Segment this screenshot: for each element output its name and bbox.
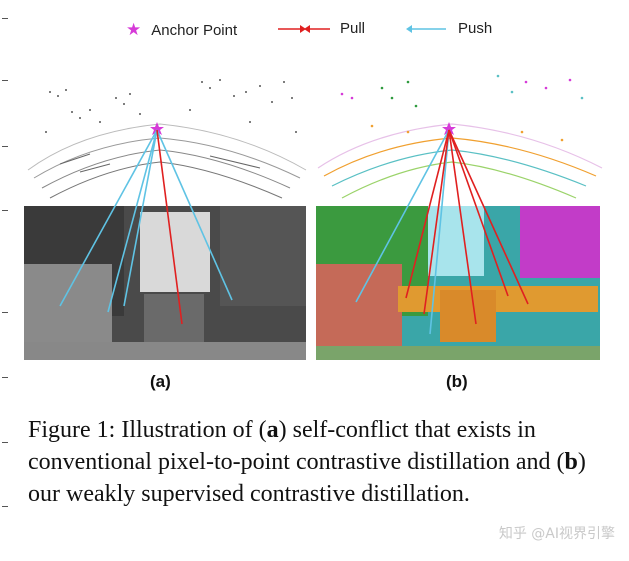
street-image-gray (24, 206, 306, 360)
panel-a-figure (24, 79, 307, 360)
point-cloud-gray (27, 123, 307, 199)
point-cloud-clusters (45, 79, 297, 133)
push-arrow-icon (406, 24, 446, 33)
caption-prefix: Figure 1: Illustration of ( (28, 417, 267, 443)
star-icon: ★ (126, 20, 142, 39)
legend-anchor: ★ Anchor Point (126, 20, 237, 40)
margin-tick (2, 18, 8, 19)
margin-tick (2, 146, 8, 147)
push-lines (355, 129, 450, 335)
point-cloud-colored (317, 123, 603, 199)
margin-tick (2, 80, 8, 81)
margin-tick (2, 442, 8, 443)
street-image-segmented (316, 206, 600, 360)
panel-b-figure (316, 74, 603, 360)
anchor-point (150, 122, 164, 135)
point-cloud-color-clusters (340, 74, 584, 142)
legend-anchor-label: Anchor Point (151, 21, 238, 39)
pull-arrows-icon (278, 24, 330, 33)
legend-pull: Pull (276, 20, 365, 37)
legend-pull-label: Pull (340, 20, 366, 37)
panel-b-label: (b) (446, 372, 468, 391)
panel-a (20, 52, 312, 364)
caption-middle: ) self-conflict that exists in conventio… (28, 417, 565, 475)
caption-suffix: ) our weakly supervised contrastive dist… (28, 449, 586, 507)
pull-lines (405, 129, 529, 325)
legend-push-label: Push (458, 20, 493, 37)
margin-tick (2, 506, 8, 507)
push-lines (59, 129, 233, 313)
margin-tick (2, 312, 8, 313)
anchor-point (442, 122, 456, 135)
caption-a-letter: a (266, 417, 279, 443)
watermark: 知乎 @AI视界引擎 (498, 526, 615, 542)
pull-lines (156, 129, 183, 325)
caption-b-letter: b (564, 449, 578, 475)
legend: ★ Anchor Point Pull Push (0, 16, 629, 42)
panel-a-label: (a) (150, 372, 171, 391)
margin-tick (2, 377, 8, 378)
figure-caption: Figure 1: Illustration of (a) self-confl… (28, 414, 608, 510)
panel-b (312, 52, 610, 364)
legend-push: Push (404, 20, 492, 37)
margin-tick (2, 210, 8, 211)
